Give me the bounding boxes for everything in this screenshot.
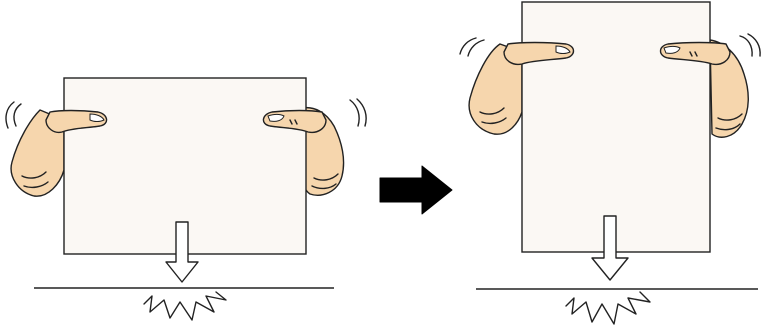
motion-lines-icon [460, 38, 484, 56]
motion-lines-icon [350, 99, 366, 126]
impact-burst-icon [566, 292, 650, 324]
motion-lines-icon [6, 102, 21, 128]
paper-sheet-icon [522, 2, 710, 252]
step-1 [6, 78, 366, 320]
right-arrow-icon [380, 166, 452, 214]
motion-lines-icon [740, 34, 760, 56]
impact-burst-icon [144, 292, 226, 320]
step-2 [460, 2, 760, 324]
